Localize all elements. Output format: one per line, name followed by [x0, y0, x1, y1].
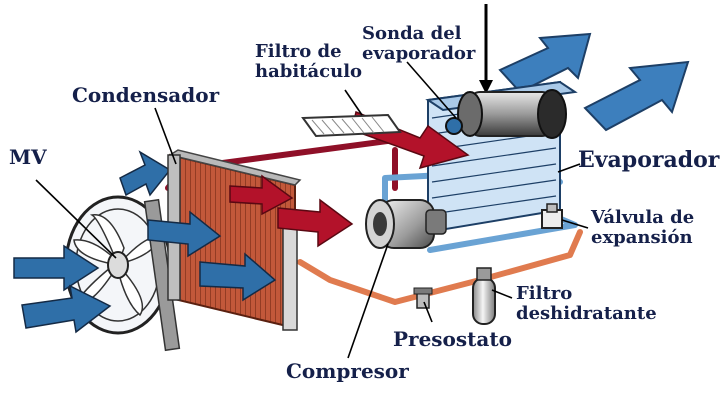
label-compresor: Compresor — [286, 359, 409, 383]
label-filtro-deshidratante-line2: deshidratante — [516, 303, 657, 325]
label-valvula-line1: Válvula de — [591, 207, 695, 228]
evaporator-probe-icon — [445, 117, 463, 135]
label-sonda-line1: Sonda del — [362, 23, 462, 44]
blower-drum-icon — [457, 89, 567, 139]
label-sonda-line2: evaporador — [362, 43, 476, 65]
fan-intake-arrows — [13, 150, 172, 334]
cabin-filter-icon — [301, 113, 402, 138]
condenser-air-arrows — [147, 210, 277, 302]
label-mv: MV — [9, 145, 47, 169]
label-evaporador: Evaporador — [578, 147, 720, 173]
label-condensador: Condensador — [72, 83, 220, 107]
hot-air-arrows — [229, 174, 354, 248]
label-presostato: Presostato — [393, 327, 512, 351]
label-filtro-habitaculo-line1: Filtro de — [255, 41, 342, 62]
label-valvula-line2: expansión — [591, 227, 693, 249]
air-intake-arrow — [479, 4, 493, 94]
label-filtro-habitaculo: Filtro de habitáculo — [255, 41, 363, 83]
cold-air-outflow-arrows — [498, 32, 690, 132]
label-sonda-evaporador: Sonda del evaporador — [362, 23, 476, 65]
leader-lines — [35, 61, 589, 359]
dehydrator-filter-icon — [472, 267, 496, 325]
compressor-icon — [365, 199, 447, 249]
label-valvula-expansion: Válvula de expansión — [591, 207, 695, 249]
label-filtro-deshidratante: Filtro deshidratante — [516, 283, 657, 325]
pressure-switch-icon — [413, 287, 433, 309]
label-filtro-habitaculo-line2: habitáculo — [255, 61, 363, 83]
label-filtro-deshidratante-line1: Filtro — [516, 283, 573, 304]
expansion-valve-icon — [541, 203, 563, 229]
